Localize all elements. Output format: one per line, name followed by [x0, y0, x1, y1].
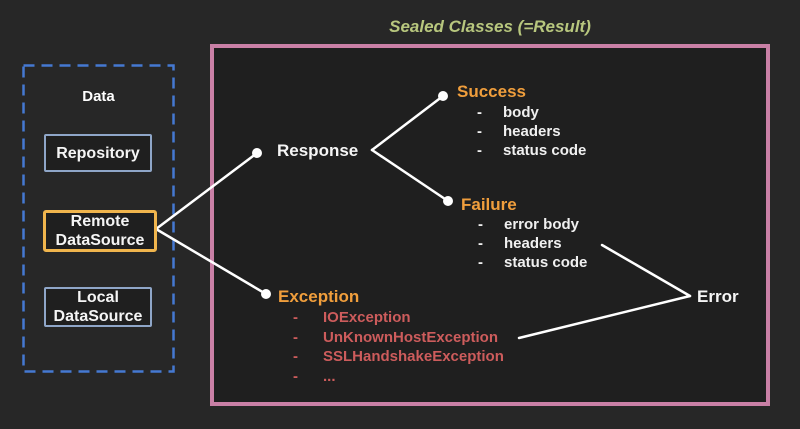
failure-item-error-body: error body — [504, 216, 580, 233]
success-item-headers: headers — [503, 123, 561, 140]
list-dash-marker: - — [477, 123, 482, 140]
exception-item-unknownhostexception: UnKnownHostException — [323, 328, 498, 346]
list-item: - status code — [477, 141, 586, 160]
list-dash-marker: - — [478, 216, 483, 233]
data-layer-title: Data — [82, 88, 115, 105]
error-node-label: Error — [697, 287, 739, 306]
local-datasource-box: Local DataSource — [44, 287, 152, 327]
list-item: - ... — [293, 367, 504, 387]
list-item: - headers — [478, 234, 587, 253]
success-item-status-code: status code — [503, 142, 587, 159]
list-dash-marker: - — [293, 367, 298, 385]
exception-types-list: - IOException - UnKnownHostException - S… — [293, 308, 504, 386]
list-dash-marker: - — [293, 348, 298, 365]
failure-item-status-code: status code — [504, 254, 588, 271]
exception-item-ellipsis: ... — [323, 367, 336, 385]
list-item: - IOException — [293, 308, 504, 328]
list-dash-marker: - — [478, 254, 483, 271]
failure-item-headers: headers — [504, 235, 562, 252]
list-item: - error body — [478, 215, 587, 234]
list-dash-marker: - — [293, 328, 298, 346]
list-item: - SSLHandshakeException — [293, 347, 504, 367]
list-dash-marker: - — [478, 235, 483, 252]
list-dash-marker: - — [477, 104, 482, 121]
success-properties-list: - body - headers - status code — [477, 103, 586, 160]
response-node-label: Response — [277, 141, 359, 160]
exception-item-ioexception: IOException — [323, 309, 411, 326]
list-item: - UnKnownHostException — [293, 328, 504, 348]
exception-item-sslhandshakeexception: SSLHandshakeException — [323, 348, 504, 365]
repository-box: Repository — [44, 134, 152, 172]
list-item: - body — [477, 103, 586, 122]
sealed-classes-title: Sealed Classes (=Result) — [389, 17, 591, 36]
failure-node-label: Failure — [461, 195, 517, 214]
exception-node-label: Exception — [278, 287, 360, 306]
list-dash-marker: - — [477, 142, 482, 159]
list-item: - status code — [478, 253, 587, 272]
success-item-body: body — [503, 104, 539, 121]
failure-properties-list: - error body - headers - status code — [478, 215, 587, 272]
success-node-label: Success — [457, 82, 526, 101]
list-dash-marker: - — [293, 309, 298, 326]
sealed-classes-panel — [210, 44, 770, 406]
remote-datasource-box: Remote DataSource — [43, 210, 157, 252]
list-item: - headers — [477, 122, 586, 141]
